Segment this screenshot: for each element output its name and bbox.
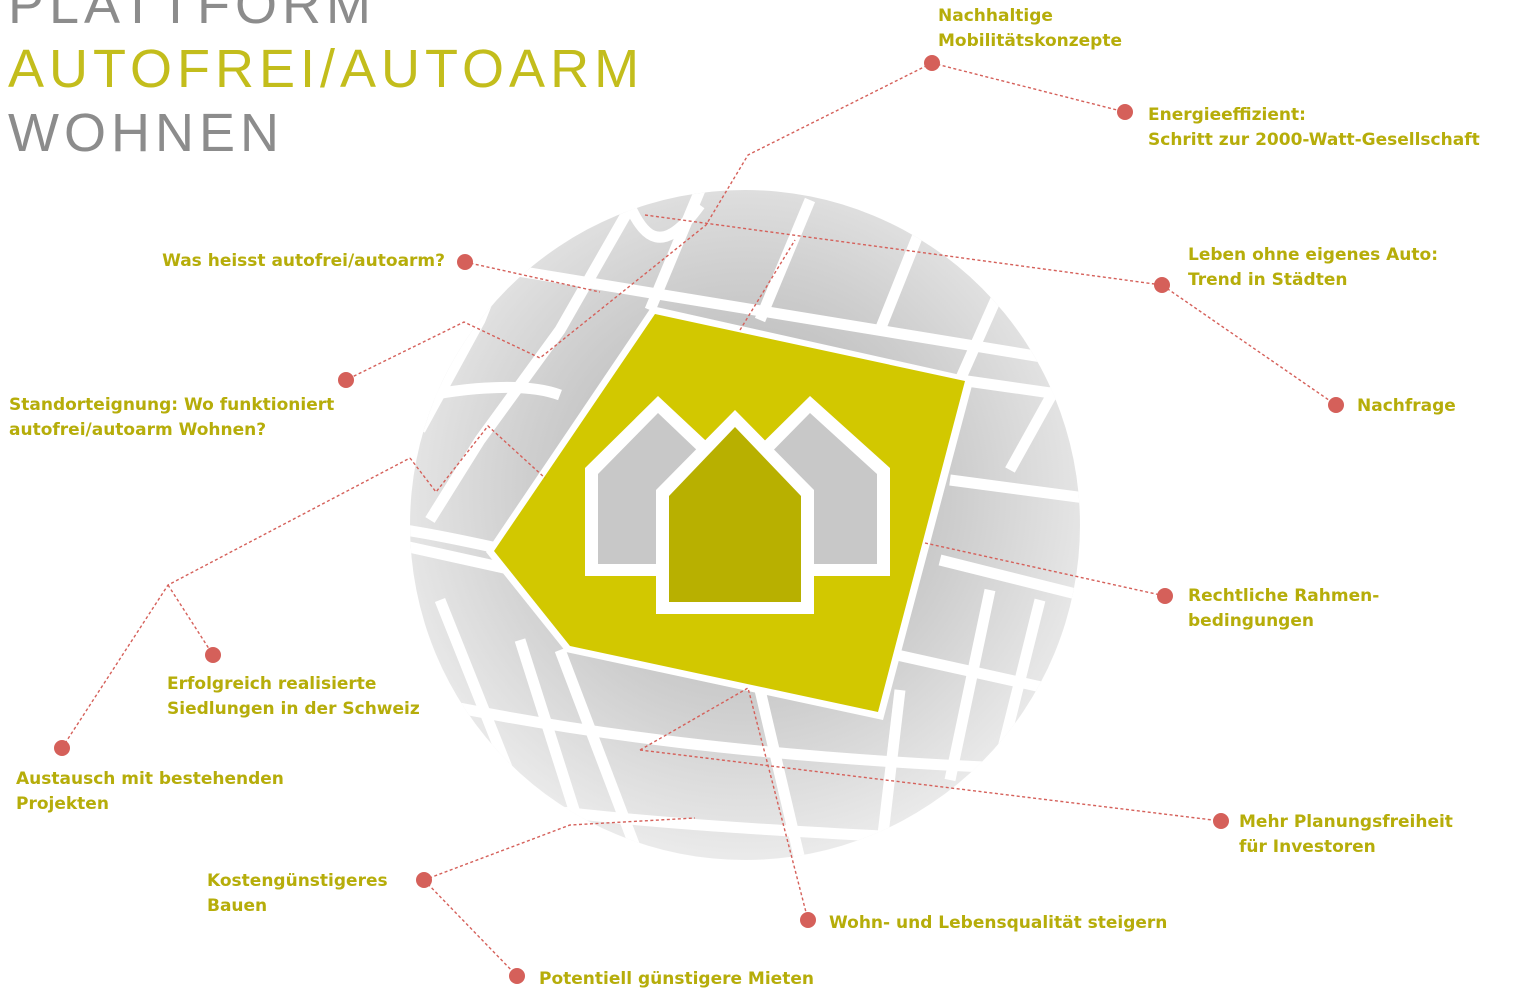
topic-line: Mehr Planungsfreiheit bbox=[1239, 812, 1453, 832]
topic-mobilitaet[interactable]: Nachhaltige Mobilitätskonzepte bbox=[938, 4, 1122, 54]
topic-line: Austausch mit bestehenden bbox=[16, 769, 284, 789]
topic-line: Mobilitätskonzepte bbox=[938, 31, 1122, 51]
topic-was-heisst[interactable]: Was heisst autofrei/autoarm? bbox=[162, 249, 445, 274]
topic-trend[interactable]: Leben ohne eigenes Auto: Trend in Städte… bbox=[1188, 243, 1438, 293]
street bbox=[754, 197, 816, 323]
street bbox=[874, 227, 926, 333]
street bbox=[554, 648, 646, 860]
topic-rechtlich[interactable]: Rechtliche Rahmen- bedingungen bbox=[1188, 584, 1379, 634]
topic-line: Energieeffizient: bbox=[1148, 105, 1306, 125]
topic-standort[interactable]: Standorteignung: Wo funktioniert autofre… bbox=[9, 393, 334, 443]
dot-was-heisst bbox=[457, 254, 473, 270]
topic-line: für Investoren bbox=[1239, 837, 1376, 857]
topic-line: Potentiell günstigere Mieten bbox=[539, 969, 814, 989]
street bbox=[949, 474, 1080, 506]
dot-trend bbox=[1154, 277, 1170, 293]
connector-was-heisst bbox=[464, 261, 601, 293]
topic-line: Projekten bbox=[16, 794, 109, 814]
dot-nachfrage bbox=[1328, 397, 1344, 413]
dot-energie bbox=[1117, 104, 1133, 120]
street bbox=[419, 249, 1061, 366]
connector-kosten bbox=[423, 817, 696, 881]
connector-mobilitaet bbox=[345, 62, 933, 381]
topic-wohnqualitaet[interactable]: Wohn- und Lebensqualität steigern bbox=[829, 911, 1167, 936]
topic-line: Erfolgreich realisierte bbox=[167, 674, 377, 694]
topic-line: Schritt zur 2000-Watt-Gesellschaft bbox=[1148, 130, 1480, 150]
street bbox=[954, 287, 1006, 383]
topic-line: Bauen bbox=[207, 896, 268, 916]
topic-line: Kostengünstigeres bbox=[207, 871, 388, 891]
connector-mieten bbox=[423, 879, 518, 977]
topic-line: autofrei/autoarm Wohnen? bbox=[9, 420, 267, 440]
street bbox=[425, 190, 645, 523]
title-line-1: PLATTFORM bbox=[8, 0, 376, 35]
dot-wohnqualitaet bbox=[800, 912, 816, 928]
connector-rechtlich bbox=[924, 542, 1166, 597]
connector-erfolgreich bbox=[409, 424, 546, 494]
topic-dots bbox=[54, 55, 1344, 984]
dot-rechtlich bbox=[1157, 588, 1173, 604]
title-line-3: WOHNEN bbox=[8, 103, 284, 163]
topic-line: Trend in Städten bbox=[1188, 270, 1348, 290]
dot-mieten bbox=[509, 968, 525, 984]
topic-mieten[interactable]: Potentiell günstigere Mieten bbox=[539, 967, 814, 992]
topic-nachfrage[interactable]: Nachfrage bbox=[1357, 394, 1456, 419]
topic-line: Rechtliche Rahmen- bbox=[1188, 586, 1380, 606]
dot-mobilitaet bbox=[924, 55, 940, 71]
street bbox=[754, 688, 806, 860]
connector-energie bbox=[931, 62, 1126, 113]
topic-line: Leben ohne eigenes Auto: bbox=[1188, 245, 1439, 265]
topic-line: bedingungen bbox=[1188, 611, 1314, 631]
dot-austausch bbox=[54, 740, 70, 756]
connector-trend-b bbox=[739, 239, 796, 331]
topic-line: Standorteignung: Wo funktioniert bbox=[9, 395, 335, 415]
connector-lines bbox=[61, 62, 1337, 977]
topic-austausch[interactable]: Austausch mit bestehenden Projekten bbox=[16, 767, 284, 817]
street bbox=[994, 598, 1046, 762]
topic-line: Wohn- und Lebensqualität steigern bbox=[829, 913, 1168, 933]
dot-planung bbox=[1213, 813, 1229, 829]
topic-line: Nachfrage bbox=[1357, 396, 1456, 416]
title-line-2: AUTOFREI/AUTOARM bbox=[8, 39, 645, 99]
dot-erfolgreich bbox=[205, 647, 221, 663]
connector-planung bbox=[639, 749, 1222, 822]
street bbox=[944, 588, 996, 782]
topic-kosten[interactable]: Kostengünstigeres Bauen bbox=[207, 869, 388, 919]
topic-line: Was heisst autofrei/autoarm? bbox=[162, 251, 445, 271]
dot-standort bbox=[338, 372, 354, 388]
dot-kosten bbox=[416, 872, 432, 888]
topic-energie[interactable]: Energieeffizient: Schritt zur 2000-Watt-… bbox=[1148, 103, 1480, 153]
connector-trend bbox=[644, 214, 1337, 406]
topic-line: Siedlungen in der Schweiz bbox=[167, 699, 420, 719]
houses-icon bbox=[585, 396, 890, 614]
topic-planung[interactable]: Mehr Planungsfreiheit für Investoren bbox=[1239, 810, 1453, 860]
topic-erfolgreich[interactable]: Erfolgreich realisierte Siedlungen in de… bbox=[167, 672, 420, 722]
topic-line: Nachhaltige bbox=[938, 6, 1053, 26]
connector-erfolgreich-b bbox=[167, 584, 214, 656]
